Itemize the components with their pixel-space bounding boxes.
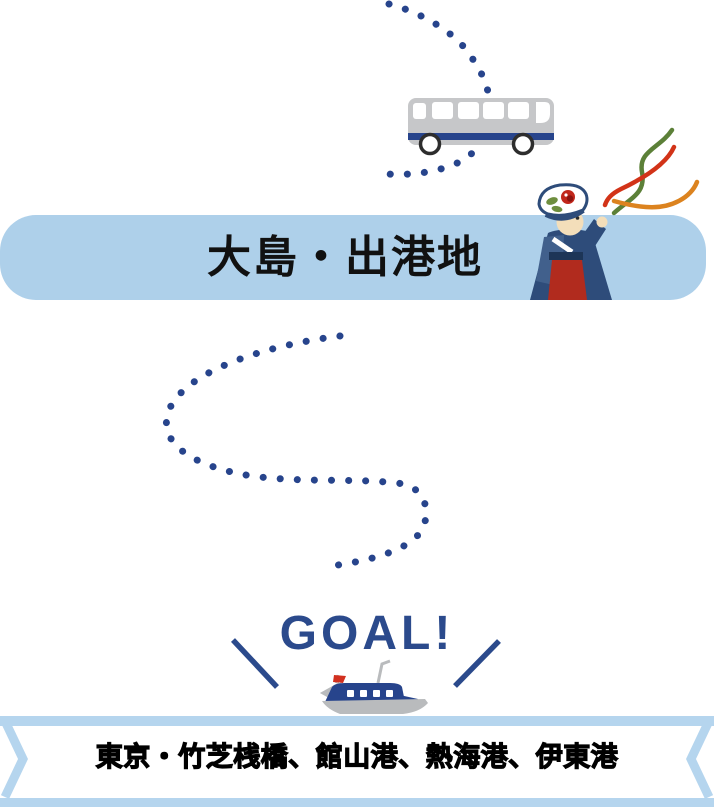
goal-slash-left [230, 638, 280, 689]
departure-banner-label: 大島・出港地 [207, 232, 483, 282]
anko-doll-icon [530, 127, 700, 300]
bus-wheel-rear [511, 132, 535, 156]
anko-doll-head [537, 183, 589, 236]
destination-ribbon [0, 716, 714, 807]
destination-banner-label: 東京・竹芝桟橋、館山港、熱海港、伊東港 [95, 741, 619, 772]
ferry-flag [333, 675, 346, 683]
anko-doll-body [530, 216, 612, 300]
streamers-icon [602, 127, 700, 216]
ferry-hull [322, 699, 428, 714]
route-path-middle [163, 332, 430, 570]
goal-slash-right [453, 639, 501, 688]
ferry-icon [319, 659, 428, 714]
goal-label: GOAL! [279, 607, 455, 660]
bus-icon [408, 98, 554, 156]
ferry-mast [376, 659, 391, 684]
bus-wheel-front [418, 132, 442, 156]
camellia-leaf-icon [546, 197, 558, 205]
